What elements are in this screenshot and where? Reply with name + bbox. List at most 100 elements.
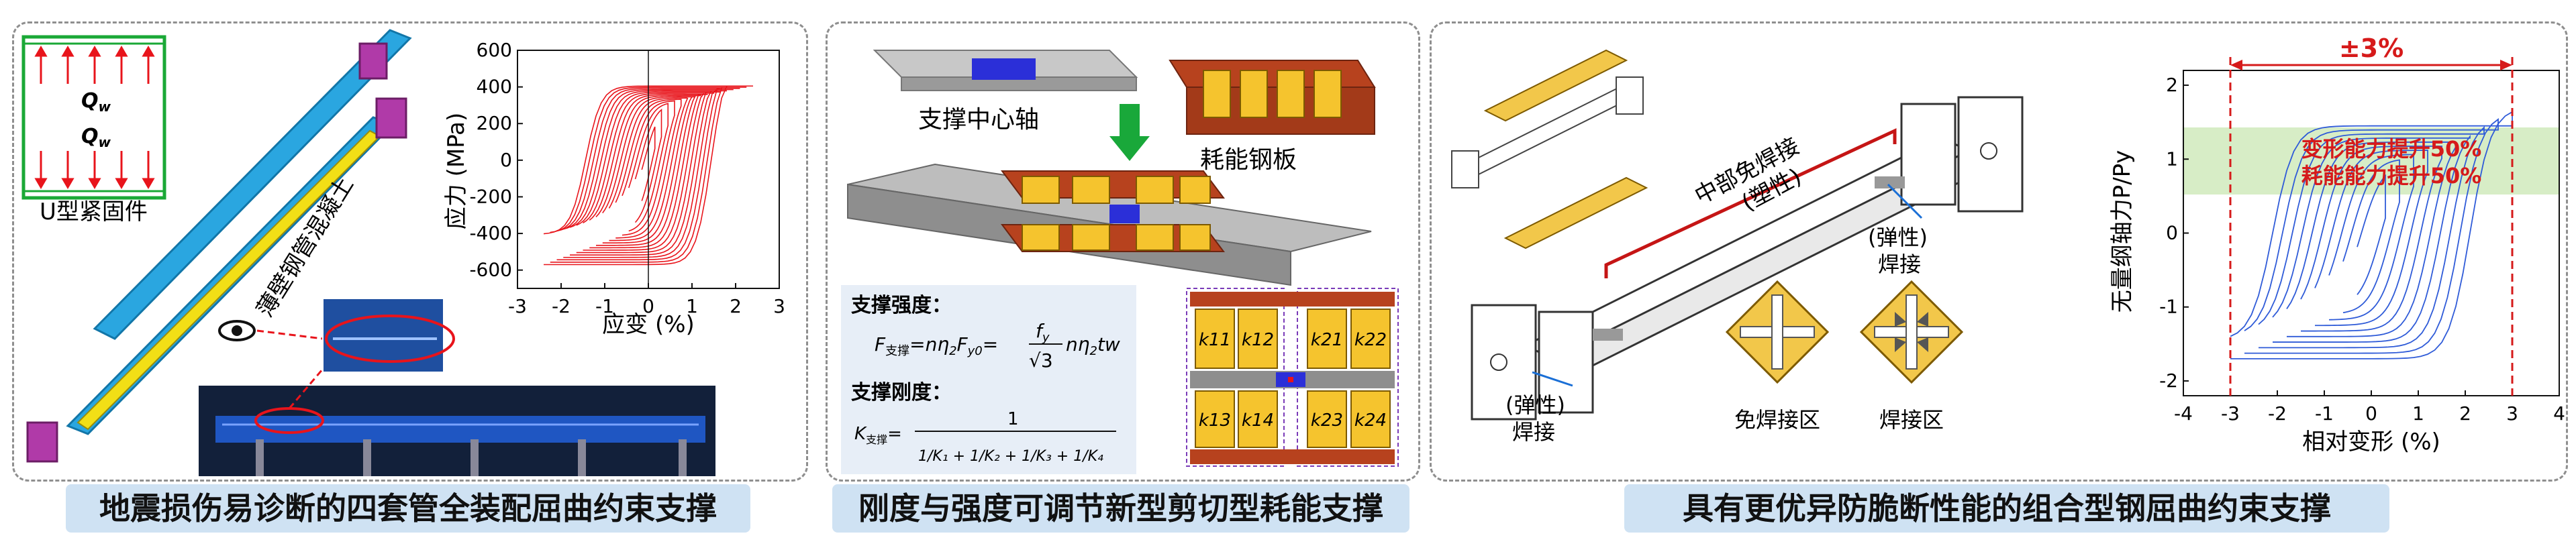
chart1-xtick: 1 (686, 295, 698, 317)
hysteresis-loop-2 (2342, 159, 2400, 314)
chart1-xtick: -3 (508, 295, 527, 317)
strength-title: 支撑强度： (851, 294, 952, 317)
chart2-xlabel: 相对变形 (%) (2302, 429, 2440, 455)
chart1-xlabel: 应变 (%) (602, 311, 695, 338)
svg-text:F支撑=nη2Fy0=: F支撑=nη2Fy0= (875, 333, 998, 358)
chart2-xtick: -1 (2315, 402, 2334, 425)
hysteresis-curves-2 (2230, 111, 2513, 359)
panel-composite-brace: 中部免焊接 (塑性) (弹性) 焊接 (弹性) 焊接 免焊接区 (1430, 21, 2568, 482)
chart2-ytick: 1 (2166, 148, 2178, 170)
q-label-bottom: Qw (81, 125, 111, 150)
k21-label: k21 (1311, 330, 1343, 350)
exploded-parts (1451, 49, 1648, 250)
chart1-ytick: 400 (477, 76, 512, 98)
end-plate-upper (358, 42, 388, 80)
q-label-top: Qw (81, 89, 111, 115)
formula-box (841, 285, 1136, 474)
k12-label: k12 (1242, 330, 1274, 350)
hysteresis-loop (622, 100, 675, 236)
chart2-ytick: -1 (2159, 296, 2178, 318)
outer-tube (93, 29, 412, 340)
chart2-xtick: 2 (2459, 402, 2471, 425)
panel-buckling-brace: Qw Qw U型紧固件 薄壁钢管混凝土 (12, 21, 808, 482)
hysteresis-loop (615, 99, 682, 239)
svg-text:√3: √3 (1029, 349, 1053, 372)
assembled-brace (847, 163, 1372, 286)
hysteresis-loop (583, 93, 715, 251)
panel1-illustration: Qw Qw U型紧固件 薄壁钢管混凝土 (21, 29, 715, 476)
chart1-ytick: -600 (469, 259, 512, 281)
improvement-note-2: 耗能能力提升50% (2301, 163, 2482, 188)
stiffness-diagram: k11 k12 k21 k22 k13 k14 k23 k24 (1186, 288, 1399, 467)
hysteresis-loop (602, 96, 695, 244)
chart2-xtick: -2 (2268, 402, 2287, 425)
energy-plate-illustration (1169, 60, 1376, 135)
chart1-xtick: 0 (642, 295, 654, 317)
chart1-ytick: 600 (477, 39, 512, 61)
hysteresis-curves (543, 85, 753, 266)
chart1-ytick: 200 (477, 112, 512, 134)
k11-label: k11 (1199, 330, 1231, 350)
hysteresis-loop (634, 108, 662, 223)
load-arrows-up (34, 46, 155, 84)
range-arrow (2230, 60, 2512, 70)
test-rig-frames (256, 439, 687, 476)
chart2-ylabel: 无量纲轴力P/Py (2109, 150, 2136, 313)
plate-label: 耗能钢板 (1200, 146, 1297, 174)
central-axis-core (972, 58, 1036, 80)
strength-formula: F支撑=nη2Fy0= fy √3 nη2tw (875, 320, 1120, 372)
range-label: ±3% (2339, 34, 2404, 63)
end-plate-bottom (26, 421, 58, 463)
svg-text:1: 1 (1007, 409, 1019, 429)
axis-label: 支撑中心轴 (918, 106, 1039, 133)
zoom-photo (322, 298, 444, 373)
hysteresis-loop-2 (2314, 150, 2428, 327)
improvement-note-1: 变形能力提升50% (2301, 136, 2482, 162)
svg-text:1/K₁ + 1/K₂ + 1/K₃ + 1/K₄: 1/K₁ + 1/K₂ + 1/K₃ + 1/K₄ (918, 448, 1103, 465)
stiffness-title: 支撑刚度： (851, 381, 952, 404)
hysteresis-loop-2 (2300, 146, 2442, 332)
caption-panel2: 刚度与强度可调节新型剪切型耗能支撑 (832, 484, 1409, 533)
hysteresis-loop-2 (2258, 125, 2485, 349)
chart2-ytick: 0 (2166, 222, 2178, 244)
k23-label: k23 (1311, 410, 1343, 431)
free-zone-label: 免焊接区 (1734, 407, 1820, 433)
chart2-xtick: 4 (2553, 402, 2565, 425)
load-arrows-down (34, 151, 155, 189)
u-clamp-label: U型紧固件 (40, 199, 148, 225)
hysteresis-loop (569, 90, 728, 256)
hysteresis-loop (550, 87, 747, 263)
hysteresis-loop (556, 88, 740, 261)
chart2-xtick: 0 (2365, 402, 2377, 425)
chart2-xtick: 1 (2412, 402, 2424, 425)
weld-pointer-b (1887, 183, 1923, 219)
eye-icon (218, 320, 256, 341)
weld-pointer-a (1532, 371, 1573, 387)
chart1-ytick: 0 (500, 149, 512, 171)
chart2-ytick: -2 (2159, 370, 2178, 392)
caption-panel3: 具有更优异防脆断性能的组合型钢屈曲约束支撑 (1624, 484, 2389, 533)
cross-section-weld (1859, 280, 1964, 384)
assembled-brace-3 (1471, 96, 2024, 421)
elastic-label-b: (弹性) (1868, 225, 1928, 250)
k24-label: k24 (1354, 410, 1387, 431)
chart1-xtick: -1 (595, 295, 614, 317)
hysteresis-loop (589, 93, 708, 249)
chart2-xtick: -3 (2221, 402, 2240, 425)
hysteresis-loop-2 (2272, 134, 2471, 343)
chart1-xtick: 3 (773, 295, 785, 317)
hysteresis-loop (608, 97, 689, 241)
hysteresis-loop (595, 95, 701, 246)
elastic-label-a: (弹性) (1505, 392, 1565, 418)
chart1-xtick: 2 (730, 295, 742, 317)
test-rig-brace (215, 416, 705, 443)
hysteresis-loop (543, 85, 753, 266)
hysteresis-loop (628, 103, 669, 232)
k13-label: k13 (1199, 410, 1231, 431)
down-arrow-icon (1109, 104, 1150, 161)
hysteresis-loop-2 (2328, 154, 2414, 321)
hysteresis-loop-2 (2286, 142, 2457, 337)
